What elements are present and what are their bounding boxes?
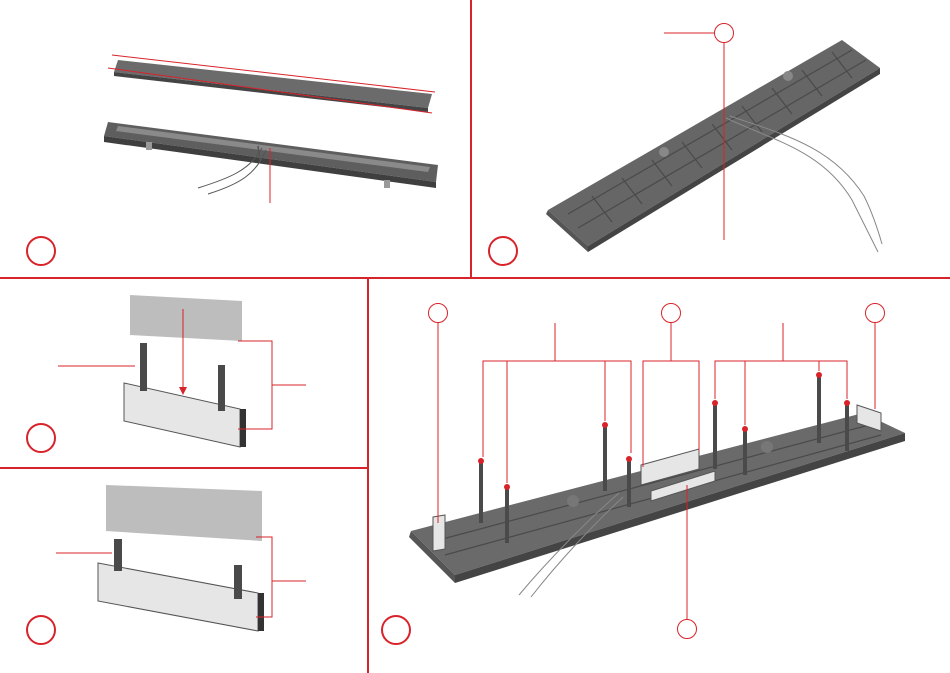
wall-panel-illustration [124, 295, 246, 447]
step1-illustration [0, 0, 470, 277]
panel-step-5 [369, 279, 950, 673]
step2-illustration [472, 0, 950, 277]
callout-step5-right [865, 303, 885, 323]
step4-illustration [0, 469, 367, 673]
step-number-4 [26, 615, 56, 645]
platform-roof-illustration [108, 55, 435, 113]
step5-illustration [369, 279, 950, 673]
callout-step2-top [714, 23, 734, 43]
platform-base-illustration [104, 122, 438, 188]
step-number-5 [381, 615, 411, 645]
callout-step5-middle [661, 303, 681, 323]
step-number-3 [26, 423, 56, 453]
wall-panel-illustration [98, 485, 264, 631]
callout-step5-left [428, 303, 448, 323]
panel-step-3 [0, 279, 367, 467]
callout-step5-bottom [677, 619, 697, 639]
platform-base-illustration [546, 40, 880, 252]
panel-step-2 [472, 0, 950, 277]
step-number-1 [26, 236, 56, 266]
panel-step-1 [0, 0, 470, 277]
panel-step-4 [0, 469, 367, 673]
step-number-2 [488, 236, 518, 266]
